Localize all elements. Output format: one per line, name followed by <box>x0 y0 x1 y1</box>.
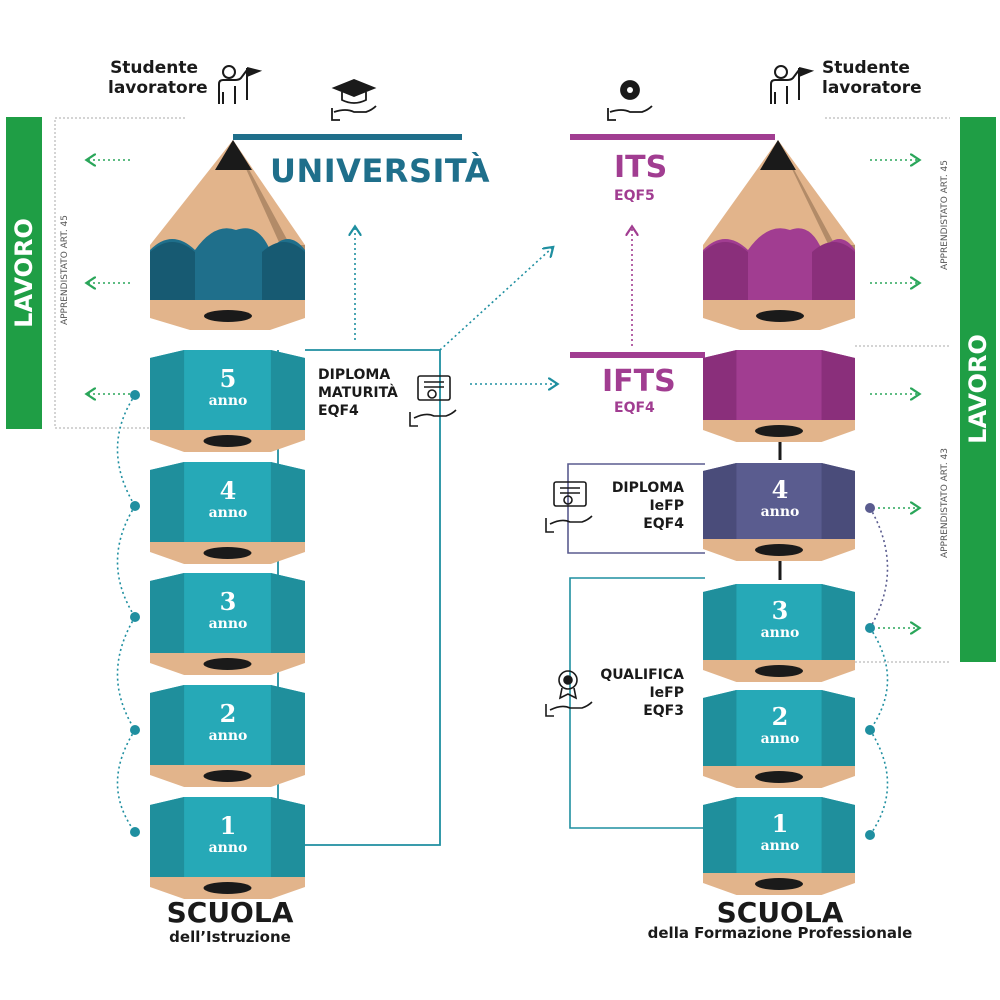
school-title-right: SCUOLA <box>716 896 844 929</box>
year-block-left-5 <box>150 350 305 452</box>
diploma-maturita-label: DIPLOMA MATURITÀ EQF4 <box>318 367 398 419</box>
year-number: 1 <box>219 811 237 840</box>
year-block-right-4 <box>703 463 855 561</box>
diploma-connector-left <box>305 349 441 846</box>
pencil-right <box>703 140 855 330</box>
medal-hand-icon <box>545 670 593 717</box>
year-word: anno <box>208 840 248 856</box>
year-block-left-1 <box>150 797 305 899</box>
year-block-left-2 <box>150 685 305 787</box>
year-word: anno <box>208 393 248 409</box>
year-number: 4 <box>771 475 789 504</box>
school-title-left: SCUOLA <box>166 896 294 929</box>
frame-lines <box>54 117 950 663</box>
diploma-iefp-label: DIPLOMA IeFP EQF4 <box>611 480 684 532</box>
year-block-right-2 <box>703 690 855 788</box>
year-block-right-1 <box>703 797 855 895</box>
school-subtitle-right: della Formazione Professionale <box>647 924 913 942</box>
year-word: anno <box>760 625 800 641</box>
year-number: 4 <box>219 476 237 505</box>
its-eqf-label: EQF5 <box>614 188 655 204</box>
student-worker-label-left: Studente lavoratore <box>108 58 208 98</box>
universita-label: UNIVERSITÀ <box>270 152 490 190</box>
diploma-certificate-icon <box>545 481 593 533</box>
year-word: anno <box>760 504 800 520</box>
year-number: 3 <box>771 596 789 625</box>
lavoro-bar-left <box>6 117 42 429</box>
graduation-cap-icon <box>331 79 377 121</box>
lavoro-label-left: LAVORO <box>10 218 38 328</box>
lavoro-bar-right <box>960 117 996 662</box>
school-subtitle-left: dell’Istruzione <box>169 928 291 946</box>
year-word: anno <box>760 838 800 854</box>
year-word: anno <box>208 728 248 744</box>
ifts-label: IFTS <box>602 364 676 399</box>
year-word: anno <box>208 616 248 632</box>
student-worker-icon <box>218 65 263 104</box>
year-number: 2 <box>219 699 237 728</box>
year-number: 1 <box>771 809 789 838</box>
gear-hand-icon <box>607 80 653 121</box>
year-word: anno <box>208 505 248 521</box>
ifts-eqf-label: EQF4 <box>614 400 655 416</box>
diploma-certificate-icon <box>409 375 457 427</box>
lavoro-label-right: LAVORO <box>964 334 992 444</box>
year-block-left-4 <box>150 462 305 564</box>
year-number: 3 <box>219 587 237 616</box>
year-block-right-3 <box>703 584 855 682</box>
year-word: anno <box>760 731 800 747</box>
year-number: 5 <box>219 364 237 393</box>
student-worker-icon <box>770 65 815 104</box>
its-label: ITS <box>614 150 668 185</box>
ifts-block <box>703 350 855 442</box>
year-number: 2 <box>771 702 789 731</box>
student-worker-label-right: Studente lavoratore <box>822 58 922 98</box>
apprendistato-45-left: APPRENDISTATO ART. 45 <box>60 214 70 326</box>
apprendistato-43-right: APPRENDISTATO ART. 43 <box>940 447 950 559</box>
apprendistato-45-right: APPRENDISTATO ART. 45 <box>940 159 950 271</box>
year-block-left-3 <box>150 573 305 675</box>
qualifica-iefp-label: QUALIFICA IeFP EQF3 <box>600 667 684 719</box>
pencil-left <box>150 140 305 330</box>
